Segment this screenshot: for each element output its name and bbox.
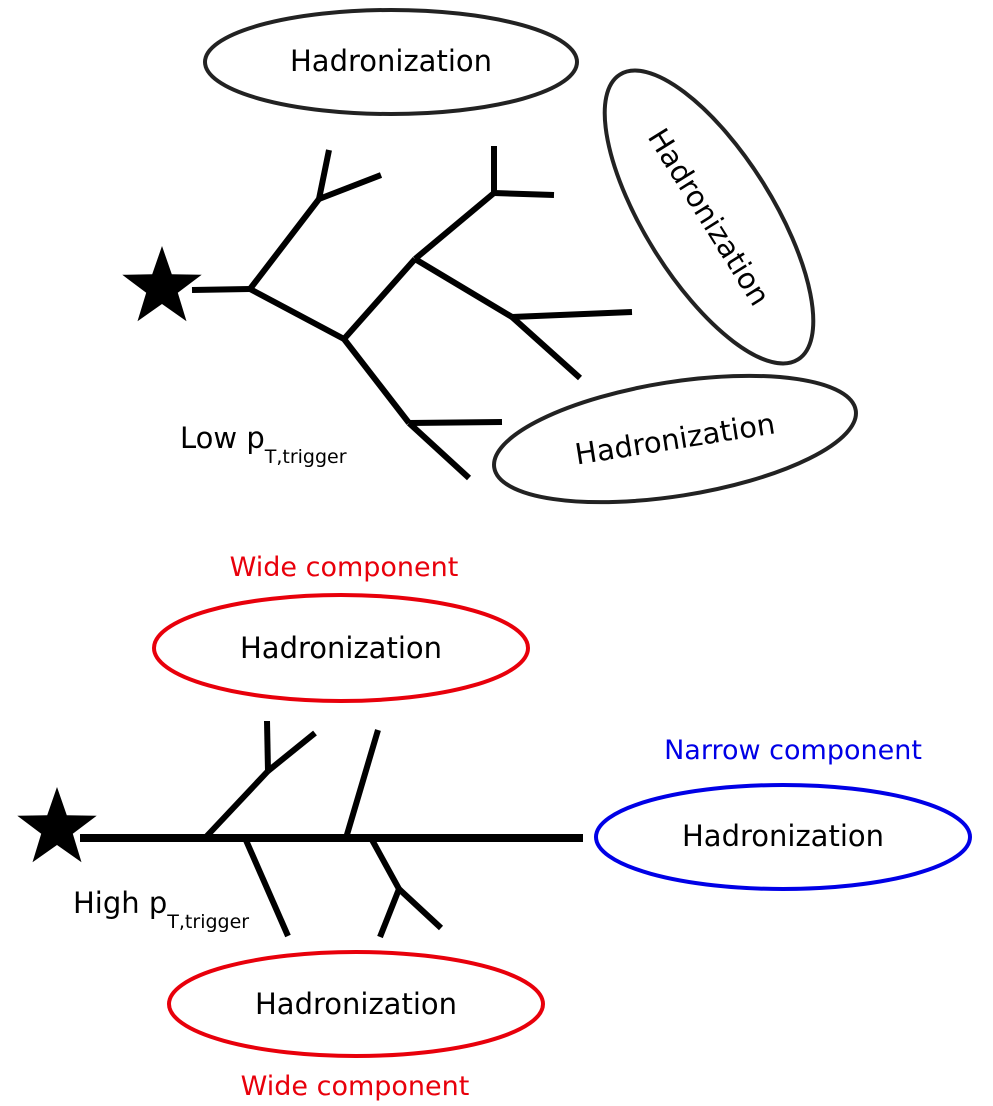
trigger-stem	[191, 286, 251, 293]
trigger-label-text: High p	[73, 886, 167, 920]
star-icon	[17, 787, 97, 863]
shower-branch	[509, 314, 583, 381]
ellipse-outline	[167, 950, 545, 1058]
shower-branch	[413, 190, 496, 262]
shower-branch	[406, 420, 472, 481]
low-pt-panel: Hadronization Hadronization Hadronizatio…	[122, 8, 858, 505]
ellipse-outline	[203, 8, 579, 116]
shower-branch	[341, 257, 418, 341]
ellipse-outline	[602, 68, 816, 366]
star-icon	[122, 246, 202, 322]
wide-component-caption-bottom: Wide component	[241, 1071, 470, 1102]
shower-branch	[511, 309, 633, 320]
trigger-label-text: Low p	[180, 421, 265, 455]
ellipse-outline	[492, 373, 858, 505]
shower-branch	[202, 768, 271, 841]
hadronization-ellipse-bottom: Hadronization	[492, 373, 858, 505]
shower-branch	[368, 836, 402, 891]
hadronization-ellipse-wide-top: Hadronization	[152, 593, 530, 703]
hadronization-label: Hadronization	[682, 819, 884, 853]
hadronization-label: Hadronization	[255, 987, 457, 1021]
shower-branch	[248, 286, 346, 342]
shower-branch	[343, 729, 381, 839]
shower-branch	[408, 419, 503, 426]
shower-branch	[396, 886, 444, 931]
high-pt-panel: Wide component Hadronization Narrow comp…	[17, 552, 972, 1102]
hadronization-ellipse-wide-bottom: Hadronization	[167, 950, 545, 1058]
shower-branch	[493, 190, 555, 198]
low-pt-trigger-label: Low pT,trigger	[180, 421, 347, 468]
ellipse-outline	[152, 593, 530, 703]
shower-branch	[341, 337, 412, 425]
hadronization-label: Hadronization	[240, 631, 442, 665]
hadronization-ellipse-right: Hadronization	[602, 68, 816, 366]
ellipse-outline	[594, 783, 972, 891]
high-pt-trigger-label: High pT,trigger	[73, 886, 249, 933]
trigger-label-subscript: T,trigger	[264, 446, 347, 468]
hadronization-ellipse-narrow: Hadronization	[594, 783, 972, 891]
shower-branch	[316, 149, 332, 200]
shower-branch	[266, 730, 317, 774]
hadronization-ellipse-top: Hadronization	[203, 8, 579, 116]
low-pt-parton-shower	[191, 146, 633, 481]
narrow-component-caption: Narrow component	[664, 735, 922, 766]
shower-branch	[317, 172, 383, 202]
shower-branch	[247, 197, 322, 291]
high-pt-parton-shower	[80, 720, 583, 939]
hadronization-label: Hadronization	[290, 44, 492, 78]
shower-branch	[242, 836, 291, 938]
wide-component-caption-top: Wide component	[230, 552, 459, 583]
shower-branch	[413, 256, 514, 320]
trigger-label-subscript: T,trigger	[166, 911, 249, 933]
shower-branch	[264, 720, 271, 772]
shower-branch	[377, 887, 402, 939]
